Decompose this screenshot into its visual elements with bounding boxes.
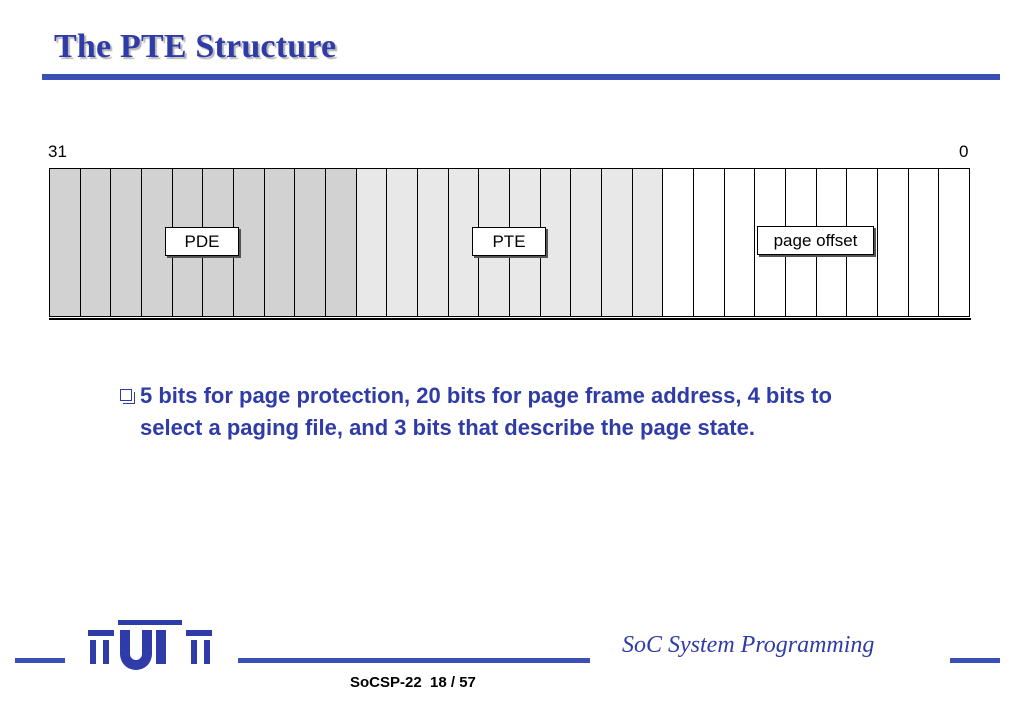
- footer-bar-left: [15, 658, 65, 663]
- checkbox-bullet-icon: [120, 389, 135, 404]
- bullet-text: 5 bits for page protection, 20 bits for …: [140, 383, 832, 440]
- bit-cell: [878, 169, 909, 316]
- bit-31-label: 31: [48, 142, 67, 161]
- bit-cell: [908, 169, 940, 316]
- bit-cell: [326, 169, 357, 316]
- page-offset-field-label: page offset: [757, 226, 874, 255]
- tuit-logo-icon: [88, 620, 212, 670]
- bit-cell: [387, 169, 419, 316]
- title-underline: [42, 74, 1000, 80]
- bullet-item: 5 bits for page protection, 20 bits for …: [118, 380, 878, 444]
- bit-0-label: 0: [959, 142, 969, 161]
- pde-field-label: PDE: [165, 227, 239, 256]
- slide-title: The PTE Structure: [54, 28, 337, 65]
- bit-cell: [111, 169, 143, 316]
- bit-cell: [50, 169, 81, 316]
- bit-cell: [264, 169, 296, 316]
- footer-bar-right: [950, 658, 1000, 663]
- bit-cell: [694, 169, 725, 316]
- pte-field-label: PTE: [472, 227, 546, 256]
- bit-cell: [356, 169, 388, 316]
- bit-cell: [234, 169, 265, 316]
- bit-cell: [939, 169, 970, 316]
- bit-cell: [602, 169, 633, 316]
- bit-cell: [418, 169, 449, 316]
- bit-cell: [632, 169, 664, 316]
- bit-cell: [663, 169, 695, 316]
- footer-bar-middle: [238, 658, 590, 663]
- register-baseline: [49, 318, 971, 320]
- bit-cell: [295, 169, 327, 316]
- bit-cell: [80, 169, 112, 316]
- slide-footer: SoCSP-22 18 / 57: [350, 674, 476, 691]
- bit-cell: [571, 169, 603, 316]
- course-name: SoC System Programming: [622, 632, 875, 658]
- bit-cell: [724, 169, 756, 316]
